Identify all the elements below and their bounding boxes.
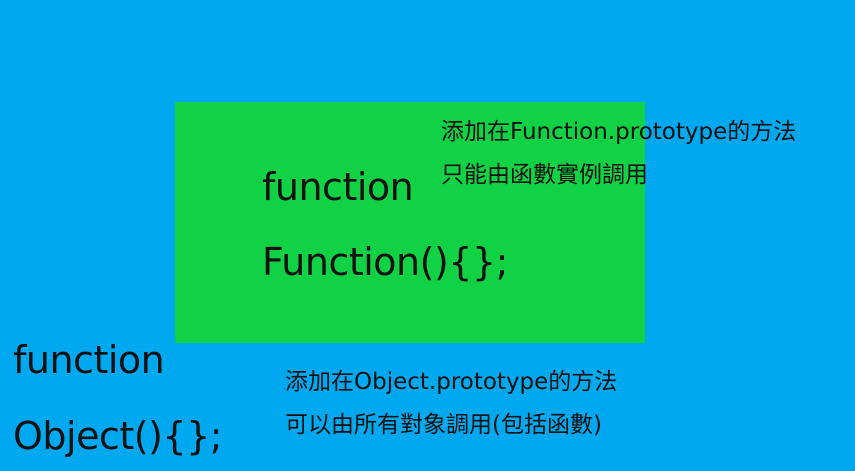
object-prototype-note-title: 添加在Object.prototype的方法 — [285, 369, 618, 395]
object-code-declaration: Object(){}; — [13, 414, 223, 458]
function-prototype-note-title: 添加在Function.prototype的方法 — [441, 119, 797, 145]
object-code-keyword: function — [13, 338, 165, 382]
function-prototype-box — [175, 102, 645, 343]
function-code-declaration: Function(){}; — [262, 240, 508, 284]
function-code-keyword: function — [262, 165, 414, 209]
function-prototype-note-detail: 只能由函數實例調用 — [441, 162, 648, 188]
object-prototype-note-detail: 可以由所有對象調用(包括函數) — [285, 412, 602, 438]
